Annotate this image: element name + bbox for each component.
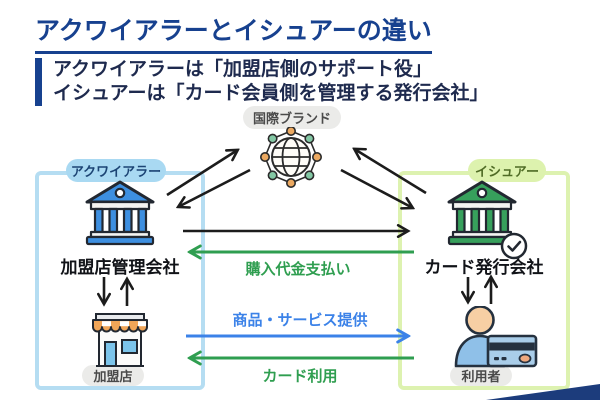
- goods-flow-label: 商品・サービス提供: [232, 312, 368, 329]
- store-icon: [88, 312, 152, 370]
- global-network-icon: [259, 127, 323, 189]
- merchant-pill: 加盟店: [82, 365, 144, 386]
- issuer-tag-pill: イシュアー: [468, 159, 546, 182]
- lead-text: アクワイアラーは「加盟店側のサポート役」 イシュアーは「カード会員側を管理する発…: [35, 58, 488, 106]
- lead-line-2: イシュアーは「カード会員側を管理する発行会社」: [53, 83, 489, 104]
- check-badge-icon: [499, 231, 529, 261]
- arrow-issuer-to-brand: [356, 150, 427, 195]
- acquirer-bank-icon: [84, 179, 156, 247]
- issuer-bank-icon: [446, 179, 518, 247]
- issuer-company-label: カード発行会社: [424, 258, 544, 277]
- page-title: アクワイアラーとイシュアーの違い: [35, 11, 432, 54]
- arrow-brand-to-acquirer: [180, 168, 251, 206]
- payment-flow-label: 購入代金支払い: [245, 261, 351, 278]
- cardholder-pill: 利用者: [450, 365, 512, 386]
- brand-pill: 国際ブランド: [243, 106, 341, 129]
- lead-line-1: アクワイアラーは「加盟店側のサポート役」: [53, 59, 433, 80]
- arrow-acquirer-to-brand: [166, 151, 236, 197]
- card-use-flow-label: カード利用: [262, 368, 338, 385]
- arrow-brand-to-issuer: [340, 168, 411, 207]
- acquirer-company-label: 加盟店管理会社: [60, 258, 180, 277]
- acquirer-tag-pill: アクワイアラー: [66, 159, 166, 182]
- cardholder-icon: [448, 306, 540, 370]
